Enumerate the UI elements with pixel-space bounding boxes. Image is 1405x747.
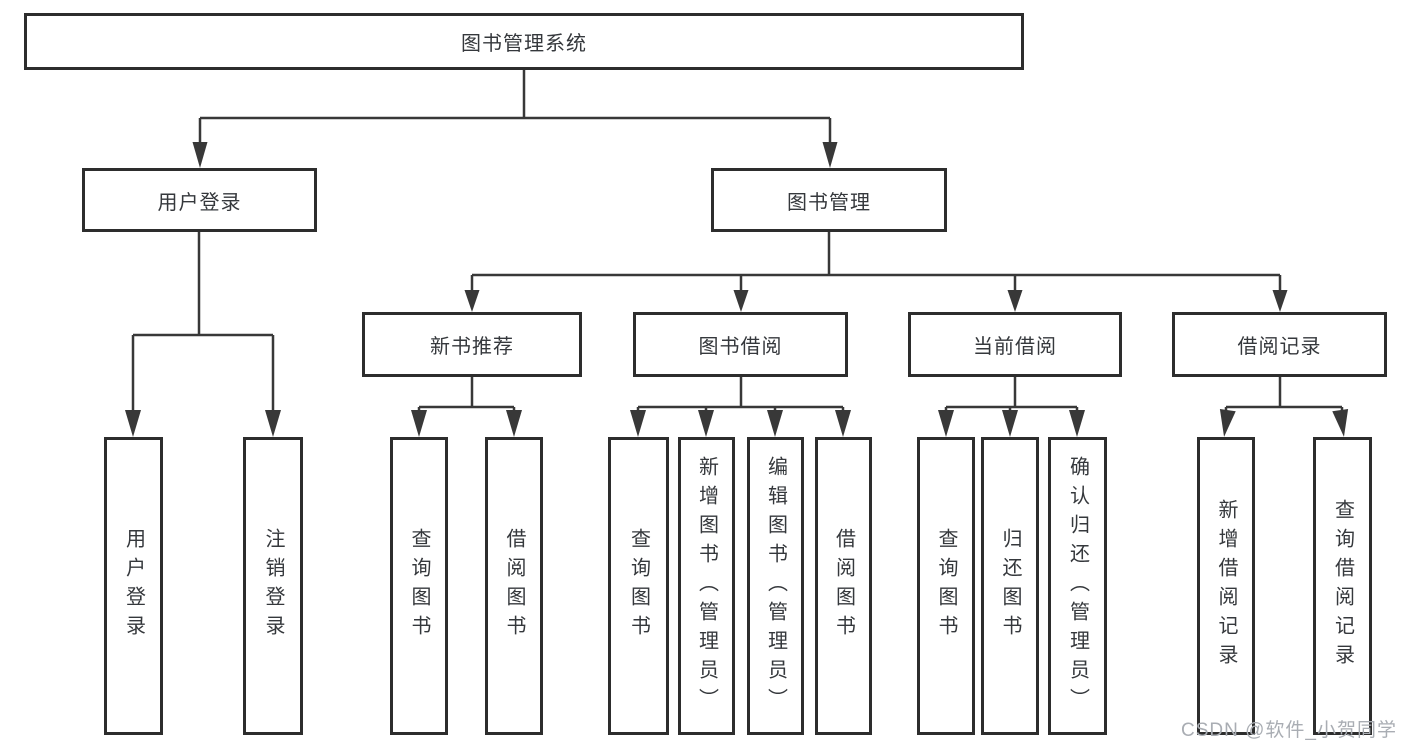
- arrowhead: [1002, 410, 1018, 437]
- arrowhead: [767, 410, 783, 437]
- leaf-edit-books-admin: 编辑图书（管理员）: [747, 437, 804, 735]
- arrowhead: [1069, 410, 1085, 437]
- connector-current-borrowing-to-leaves: [938, 377, 1085, 437]
- node-current-borrowing: 当前借阅: [908, 312, 1122, 377]
- connector-book-management-to-level3: [464, 232, 1288, 312]
- leaf-label: 归还图书: [999, 528, 1021, 644]
- connector-new-book-rec-to-leaves: [411, 377, 522, 437]
- leaf-logout: 注销登录: [243, 437, 303, 735]
- leaf-label: 查询图书: [408, 528, 430, 644]
- arrowhead: [1272, 290, 1288, 312]
- connector-book-borrowing-to-leaves: [630, 377, 851, 437]
- node-book-borrowing: 图书借阅: [633, 312, 848, 377]
- arrowhead: [506, 410, 522, 437]
- arrowhead: [822, 142, 838, 168]
- arrowhead: [265, 410, 281, 437]
- leaf-label: 查询借阅记录: [1331, 499, 1354, 673]
- arrowhead: [464, 290, 480, 312]
- leaf-borrow-books-rec: 借阅图书: [485, 437, 543, 735]
- leaf-query-books-rec: 查询图书: [390, 437, 448, 735]
- connector-root-to-level2: [192, 70, 838, 168]
- arrowhead: [1332, 409, 1349, 437]
- leaf-query-borrow-record: 查询借阅记录: [1313, 437, 1372, 735]
- arrowhead: [1007, 290, 1023, 312]
- arrowhead: [411, 410, 427, 437]
- leaf-label: 新增借阅记录: [1215, 499, 1237, 673]
- leaf-label: 查询图书: [627, 528, 650, 644]
- leaf-user-login: 用户登录: [104, 437, 163, 735]
- leaf-label: 编辑图书（管理员）: [764, 455, 787, 717]
- leaf-label: 注销登录: [262, 528, 284, 644]
- arrowhead: [1219, 409, 1236, 437]
- arrowhead: [733, 290, 749, 312]
- leaf-add-borrow-record: 新增借阅记录: [1197, 437, 1255, 735]
- leaf-label: 用户登录: [122, 528, 145, 644]
- connector-user-login-to-children: [125, 232, 281, 437]
- leaf-label: 新增图书（管理员）: [695, 455, 718, 717]
- leaf-return-books: 归还图书: [981, 437, 1039, 735]
- arrowhead: [938, 410, 954, 437]
- arrowhead: [698, 410, 714, 437]
- node-new-book-recommendation: 新书推荐: [362, 312, 582, 377]
- leaf-label: 借阅图书: [503, 528, 525, 644]
- node-book-management: 图书管理: [711, 168, 947, 232]
- node-root: 图书管理系统: [24, 13, 1024, 70]
- connector-borrow-records-to-leaves: [1219, 377, 1349, 437]
- arrowhead: [192, 142, 208, 168]
- arrowhead: [630, 410, 646, 437]
- leaf-label: 查询图书: [935, 528, 957, 644]
- leaf-confirm-return-admin: 确认归还（管理员）: [1048, 437, 1107, 735]
- csdn-watermark: CSDN @软件_小贺同学: [1181, 720, 1397, 741]
- leaf-add-books-admin: 新增图书（管理员）: [678, 437, 735, 735]
- node-borrowing-records: 借阅记录: [1172, 312, 1387, 377]
- leaf-label: 借阅图书: [832, 528, 855, 644]
- leaf-query-books-current: 查询图书: [917, 437, 975, 735]
- arrowhead: [835, 410, 851, 437]
- leaf-borrow-books: 借阅图书: [815, 437, 872, 735]
- node-user-login: 用户登录: [82, 168, 317, 232]
- leaf-query-books-borrow: 查询图书: [608, 437, 669, 735]
- arrowhead: [125, 410, 141, 437]
- leaf-label: 确认归还（管理员）: [1066, 455, 1089, 717]
